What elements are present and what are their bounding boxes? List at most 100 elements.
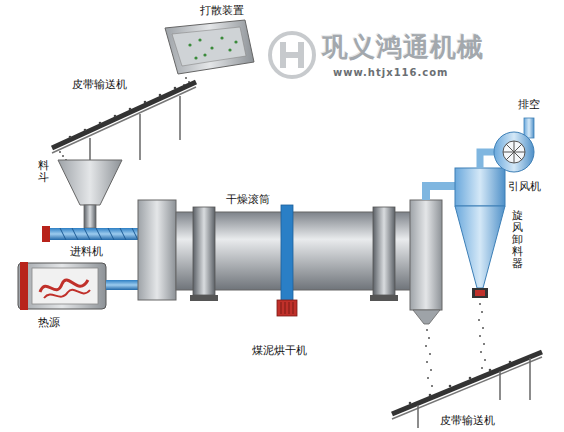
belt-material [159,94,162,97]
falling-material [426,329,428,331]
furnace-body [18,263,106,309]
leg [139,114,141,160]
falling-material [483,343,485,345]
device-label: 打散装置 [200,4,244,17]
furnace-frame [20,262,28,310]
feeder-tube [48,228,153,240]
falling-material [428,337,430,339]
falling-material [430,369,432,371]
belt-material [174,87,177,90]
falling-material [425,345,427,347]
falling-material [480,351,482,353]
equipment-label: 皮带输送机 [72,78,127,91]
fan-blades [503,141,525,163]
equipment-label: 热源 [38,316,60,329]
fan-wheel [503,141,525,163]
falling-material [427,377,429,379]
feeder-cap [42,226,50,242]
discharge-housing [410,200,442,310]
device-dots [220,36,223,39]
belt-material [509,361,512,364]
equipment-label: 引风机 [508,180,541,193]
falling-material [59,151,61,153]
falling-material [479,335,481,337]
gear-ring [281,205,293,302]
flame-motif [44,290,90,298]
feed-housing [138,200,176,300]
screw-flight [60,228,138,240]
leg [529,358,531,400]
falling-material [185,77,187,79]
drive-motor [277,300,297,316]
hopper-body [58,160,122,205]
belt-material [449,385,452,388]
belt-material [69,87,177,139]
furnace-door [32,268,98,304]
device-dots [194,56,197,59]
watermark-text: 巩义鸿通机械 [322,32,484,63]
falling-material [484,359,486,361]
falling-material [481,311,483,313]
support [370,295,398,301]
falling-material [482,327,484,329]
device-dots [228,48,231,51]
heat-source [18,262,144,310]
hopper-neck [84,205,96,228]
leg [417,405,419,428]
device-dots [210,46,213,49]
belt-conveyor [392,352,542,428]
belt-material [69,136,72,139]
belt-material [99,122,102,125]
logo-bar [280,52,304,58]
belt-material [469,377,472,380]
equipment-label: 排空 [518,98,540,111]
leg [179,96,181,140]
discharge-chute [413,310,440,324]
cyclone-cone [455,206,505,288]
leg [499,371,501,400]
belt-material [129,108,132,111]
riding-ring [193,207,215,295]
hopper [58,160,122,228]
watermark-url: www.htjx116.com [333,67,449,79]
belt-material [409,361,512,405]
flame-motif [40,280,88,292]
device-dots [188,43,191,46]
support [190,295,218,301]
falling-material [62,155,64,157]
leg [89,138,91,160]
falling-material [479,303,481,305]
exhaust-pipe [524,118,534,138]
belt [392,352,542,414]
equipment-label: 皮带输送机 [440,414,495,427]
logo-ring [270,33,314,77]
belt-material [84,129,87,132]
falling-material [429,353,431,355]
belt-material [144,101,147,104]
device-dots [188,36,237,59]
cyclone-barrel [455,168,505,206]
belt-material [429,394,432,397]
belt-conveyor [52,82,196,160]
riding-ring [373,207,395,295]
equipment-label: 料斗 [38,160,49,184]
air-duct [480,152,494,168]
belt-material [489,369,492,372]
belt-material [114,115,117,118]
device-dots [234,40,237,43]
device-dots [198,38,201,41]
device-body [165,20,254,74]
cyclone-discharger [455,168,505,298]
fan-casing [494,132,534,172]
motor-fins [281,302,293,314]
belt [52,82,196,148]
belt-frame [392,357,542,419]
equipment-label: 旋风卸料器 [512,210,523,270]
logo-icon [270,33,314,77]
device-dots [203,53,206,56]
falling-material [426,361,428,363]
caption-text: 煤泥烘干机 [252,344,307,357]
device-face [172,27,246,66]
